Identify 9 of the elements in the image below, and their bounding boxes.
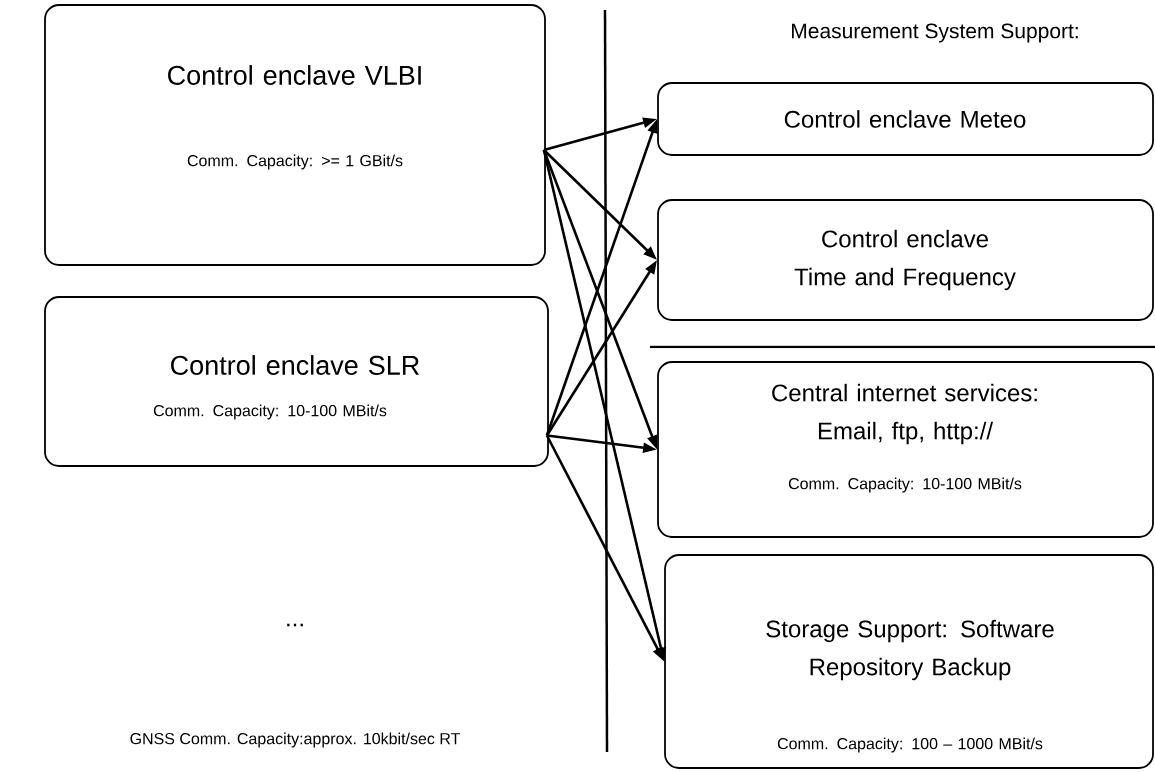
process-box: Control enclave Time and Frequency (657, 199, 1154, 321)
ellipsis: ... (287, 623, 303, 627)
section-heading: Measurement System Support: (792, 23, 1078, 43)
note: GNSS Comm. Capacity:approx. 10kbit/sec RT (130, 732, 460, 748)
process-box: Control enclave VLBI Comm. Capacity: >= 1 GBit/s (44, 4, 546, 266)
process-box: Storage Support: Software Repository Backup Comm. Capacity: 100 – 1000 MBit/s (664, 554, 1154, 769)
process-box: Control enclave Meteo (657, 82, 1154, 156)
process-box: Control enclave SLR Comm. Capacity: 10-100 MBit/s (44, 296, 549, 467)
process-box: Central internet services: Email, ftp, http:// Comm. Capacity: 10-100 MBit/s (657, 361, 1154, 538)
